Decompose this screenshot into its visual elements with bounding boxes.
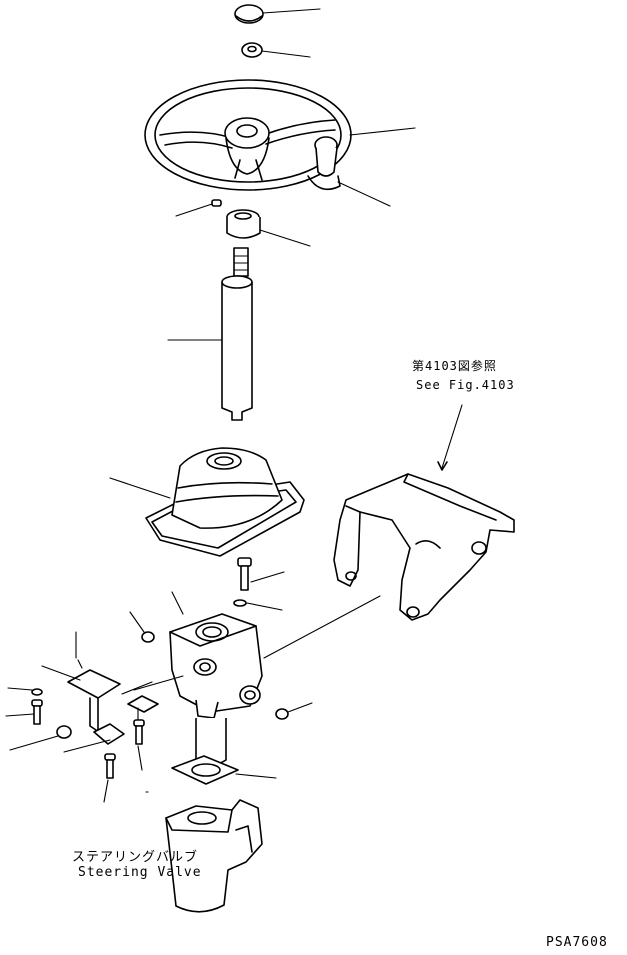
steering-valve xyxy=(145,791,263,913)
steering-column xyxy=(167,247,253,421)
horn-cap xyxy=(234,4,321,24)
spinner-knob xyxy=(307,136,391,207)
steering-nut xyxy=(241,42,311,58)
reference-label-english: See Fig.4103 xyxy=(416,378,515,392)
reference-label-japanese: 第4103図参照 xyxy=(412,359,497,373)
steering-boot xyxy=(109,447,305,557)
steering-wheel xyxy=(144,79,416,191)
support-bracket xyxy=(263,404,515,659)
cap-nut-left xyxy=(129,611,155,643)
washer xyxy=(233,599,283,611)
column-collar xyxy=(226,209,311,247)
valve-flange xyxy=(171,718,277,785)
key-pin xyxy=(175,199,222,217)
drawing-code: PSA7608 xyxy=(546,935,608,950)
mounting-plate xyxy=(41,631,159,753)
mounting-bolt xyxy=(237,557,285,591)
cap-nut-right xyxy=(275,702,313,720)
fasteners-left xyxy=(5,687,145,803)
valve-label-japanese: ステアリングバルブ xyxy=(72,850,199,865)
valve-label-english: Steering Valve xyxy=(78,865,202,880)
column-housing xyxy=(133,591,263,719)
